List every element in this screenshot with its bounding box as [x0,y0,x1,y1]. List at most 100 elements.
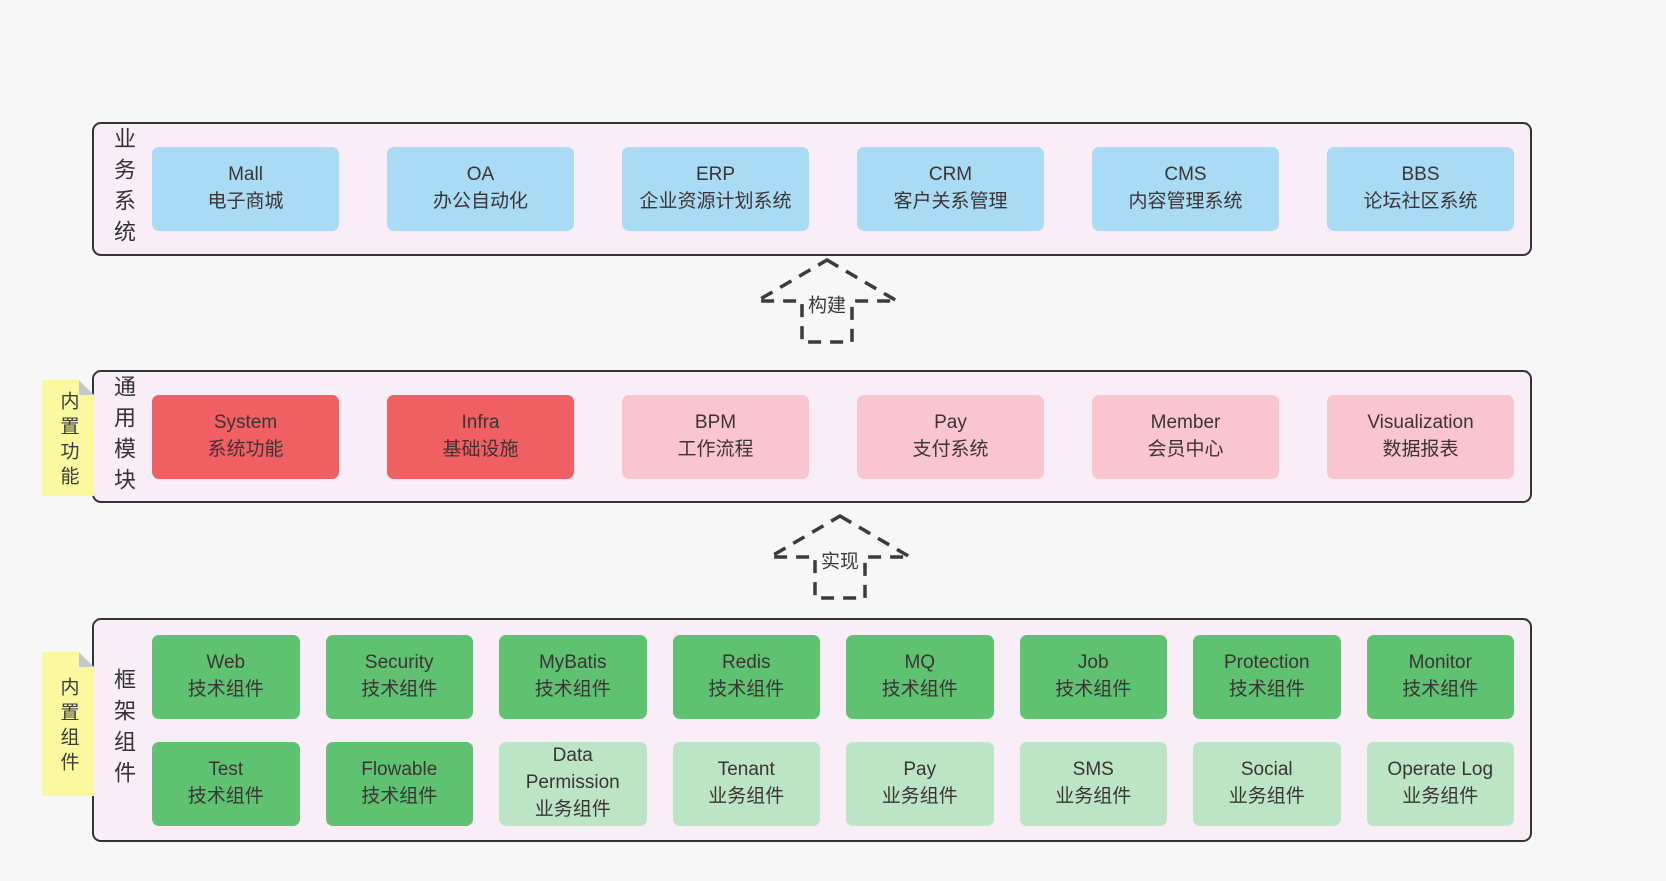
box-subtitle: 技术组件 [361,678,438,700]
box-subtitle: 技术组件 [881,678,958,700]
box-crm: CRM 客户关系管理 [857,147,1044,231]
box-title: MyBatis [538,651,607,673]
box-subtitle: 支付系统 [912,438,989,460]
box-subtitle: 内容管理系统 [1128,191,1243,212]
box-subtitle: 工作流程 [677,438,754,460]
box-title: ERP [695,164,736,186]
note-fold-corner-icon [79,652,94,667]
box-title: Pay [903,758,937,780]
box-pay: Pay 业务组件 [846,741,994,826]
note-fold-corner-icon [79,380,94,395]
box-social: Social 业务组件 [1193,741,1341,826]
box-subtitle: 业务组件 [1402,785,1479,807]
box-title: MQ [904,651,936,673]
box-subtitle: 论坛社区系统 [1363,191,1478,212]
box-title: Job [1077,651,1109,673]
box-data-permission: Data Permission 业务组件 [499,741,647,826]
box-title: Visualization [1367,411,1474,433]
box-mybatis: MyBatis 技术组件 [499,634,647,719]
box-flowable: Flowable 技术组件 [325,741,473,826]
box-subtitle: 企业资源计划系统 [639,191,792,212]
box-title: Infra [461,411,500,433]
box-title: Social [1240,758,1293,780]
sticky-note-built-in-components-text: 内置组件 [57,677,79,777]
band-common-modules-label: 通用模块 [111,374,136,499]
box-mq: MQ 技术组件 [846,634,994,719]
box-title: Redis [721,651,771,673]
box-title: Web [206,651,246,673]
box-subtitle: 业务组件 [1228,785,1305,807]
box-bbs: BBS 论坛社区系统 [1327,147,1514,231]
box-title: Flowable [361,758,438,780]
box-title: SMS [1072,758,1114,780]
box-title: BBS [1401,164,1440,186]
box-subtitle: 业务组件 [708,785,785,807]
dashed-up-arrow-icon [750,257,904,344]
sticky-note-built-in-features-text: 内置功能 [57,391,79,491]
arrow-implement-label: 实现 [817,545,863,575]
arrow-implement: 实现 [763,513,917,601]
box-redis: Redis 技术组件 [672,634,820,719]
box-subtitle: 技术组件 [1228,678,1305,700]
box-job: Job 技术组件 [1019,634,1167,719]
arrow-build-label: 构建 [804,289,850,319]
sticky-note-built-in-features: 内置功能 [42,380,94,496]
box-bpm: BPM 工作流程 [622,394,809,479]
box-subtitle: 技术组件 [708,678,785,700]
box-subtitle: 业务组件 [881,785,958,807]
box-oa: OA 办公自动化 [387,147,574,231]
box-title: OA [466,164,495,186]
box-title: CRM [928,164,973,186]
box-erp: ERP 企业资源计划系统 [622,147,809,231]
sticky-note-built-in-components: 内置组件 [42,652,94,796]
box-subtitle: 数据报表 [1382,438,1459,460]
box-sms: SMS 业务组件 [1019,741,1167,826]
band-business-systems-label: 业务系统 [111,127,136,251]
box-title: Member [1150,411,1221,433]
box-title: Test [208,758,244,780]
band-framework-components-label: 框架组件 [111,668,136,792]
box-subtitle: 技术组件 [534,678,611,700]
box-system: System 系统功能 [152,394,339,479]
box-title: BPM [694,411,737,433]
box-subtitle: 业务组件 [1055,785,1132,807]
box-title: Monitor [1408,651,1472,673]
box-title: Operate Log [1387,758,1494,780]
box-subtitle: 系统功能 [207,438,284,460]
dashed-up-arrow-icon [763,513,917,600]
box-title: CMS [1164,164,1207,186]
box-title: Pay [934,411,967,433]
box-subtitle: 办公自动化 [432,191,528,212]
box-subtitle: 技术组件 [187,785,264,807]
box-subtitle: 业务组件 [534,798,611,820]
box-subtitle: 技术组件 [1055,678,1132,700]
box-subtitle: 技术组件 [361,785,438,807]
box-subtitle: 电子商城 [207,191,284,212]
box-pay: Pay 支付系统 [857,394,1044,479]
box-cms: CMS 内容管理系统 [1092,147,1279,231]
box-title: Security [364,651,434,673]
box-subtitle: 客户关系管理 [893,191,1008,212]
box-title: Data Permission [525,745,620,794]
arrow-build: 构建 [750,257,904,345]
box-visualization: Visualization 数据报表 [1327,394,1514,479]
box-operate-log: Operate Log 业务组件 [1366,741,1514,826]
box-title: System [213,411,278,433]
